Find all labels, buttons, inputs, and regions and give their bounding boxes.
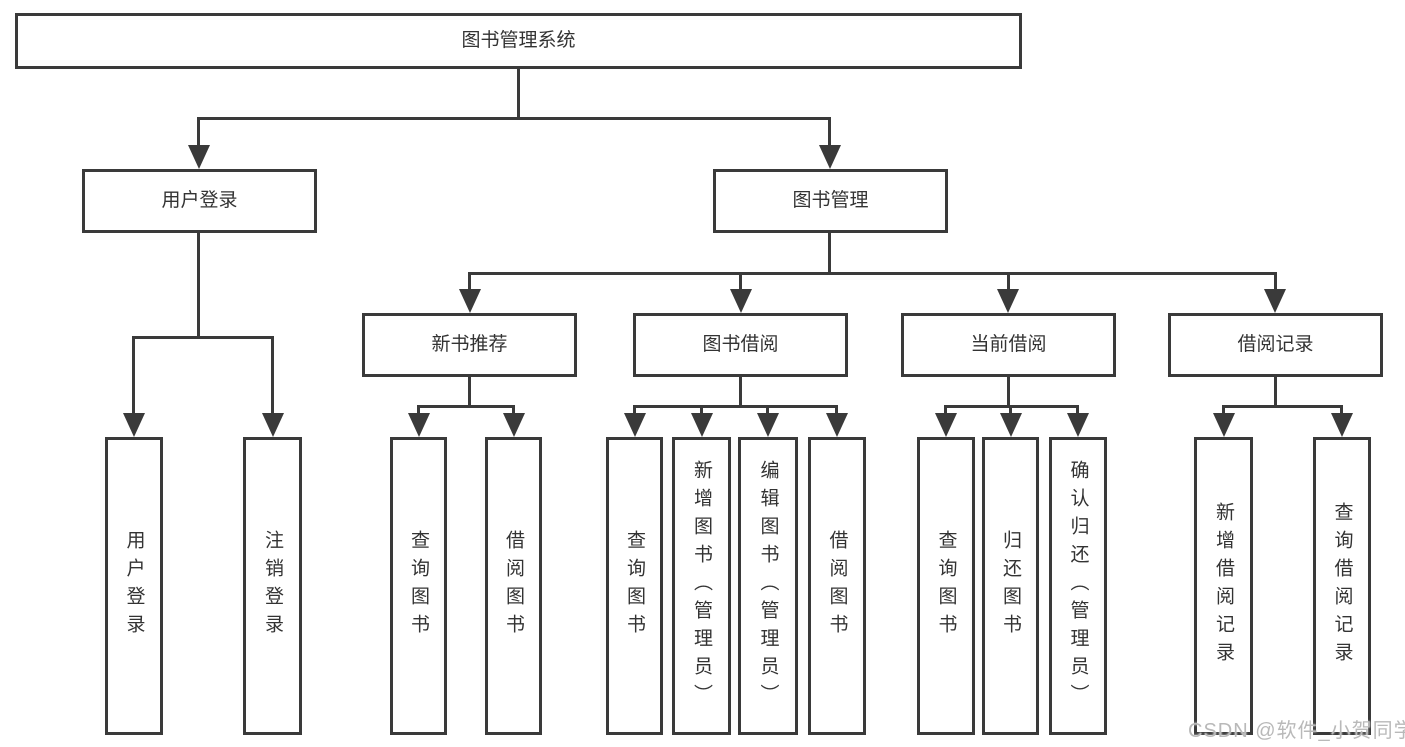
connector-arrow-stem [468,272,471,292]
leaf-borrowing-add-books-admin: 新增图书（管理员） [672,437,731,735]
connector-arrow-stem [1076,405,1079,416]
csdn-watermark: CSDN @软件_小贺同学 [1188,720,1405,742]
connector-borrow-record-branch [1222,405,1343,408]
arrow-down-head [757,413,779,437]
connector-arrow-stem [417,405,420,416]
arrow-down-head [1000,413,1022,437]
node-user-login: 用户登录 [82,169,317,233]
node-new-book-recommend: 新书推荐 [362,313,577,377]
connector-arrow-stem [700,405,703,416]
connector-arrow-stem [1222,405,1225,416]
connector-arrow-stem [828,117,831,148]
connector-arrow-stem [197,117,200,148]
leaf-logout: 注销登录 [243,437,302,735]
leaf-current-query-books: 查询图书 [917,437,975,735]
arrow-down-head [1264,289,1286,313]
arrow-down-head [935,413,957,437]
arrow-down-head [408,413,430,437]
arrow-down-head [730,289,752,313]
connector-book-borrow-branch [633,405,838,408]
node-book-management: 图书管理 [713,169,948,233]
leaf-user-login: 用户登录 [105,437,163,735]
connector-new-book-branch [417,405,515,408]
leaf-records-query-borrow-record: 查询借阅记录 [1313,437,1371,735]
arrow-down-head [819,145,841,169]
leaf-borrowing-borrow-books: 借阅图书 [808,437,866,735]
connector-book-borrow-stem [739,377,742,407]
arrow-down-head [691,413,713,437]
connector-arrow-stem [835,405,838,416]
leaf-borrowing-query-books: 查询图书 [606,437,663,735]
leaf-current-confirm-return-admin: 确认归还（管理员） [1049,437,1107,735]
connector-arrow-stem [1340,405,1343,416]
connector-arrow-stem [1009,405,1012,416]
arrow-down-head [997,289,1019,313]
node-current-borrowing: 当前借阅 [901,313,1116,377]
connector-root-stem [517,69,520,118]
connector-arrow-stem [1274,272,1277,292]
connector-arrow-stem [944,405,947,416]
connector-book-mgmt-stem [828,233,831,274]
connector-arrow-stem [132,336,135,416]
node-library-management-system: 图书管理系统 [15,13,1022,69]
connector-user-login-branch [132,336,274,339]
arrow-down-head [262,413,284,437]
node-borrowing-records: 借阅记录 [1168,313,1383,377]
arrow-down-head [459,289,481,313]
arrow-down-head [1213,413,1235,437]
connector-arrow-stem [739,272,742,292]
leaf-recommend-query-books: 查询图书 [390,437,447,735]
node-book-borrowing: 图书借阅 [633,313,848,377]
leaf-current-return-books: 归还图书 [982,437,1039,735]
leaf-recommend-borrow-books: 借阅图书 [485,437,542,735]
connector-book-mgmt-branch [468,272,1277,275]
arrow-down-head [624,413,646,437]
connector-root-branch [197,117,831,120]
connector-arrow-stem [512,405,515,416]
connector-borrow-record-stem [1274,377,1277,407]
arrow-down-head [1331,413,1353,437]
leaf-records-add-borrow-record: 新增借阅记录 [1194,437,1253,735]
connector-arrow-stem [766,405,769,416]
arrow-down-head [188,145,210,169]
connector-arrow-stem [633,405,636,416]
connector-user-login-stem [197,233,200,338]
connector-current-borrow-stem [1007,377,1010,407]
connector-arrow-stem [271,336,274,416]
connector-new-book-stem [468,377,471,407]
arrow-down-head [503,413,525,437]
arrow-down-head [123,413,145,437]
arrow-down-head [826,413,848,437]
leaf-borrowing-edit-books-admin: 编辑图书（管理员） [738,437,798,735]
arrow-down-head [1067,413,1089,437]
connector-arrow-stem [1007,272,1010,292]
